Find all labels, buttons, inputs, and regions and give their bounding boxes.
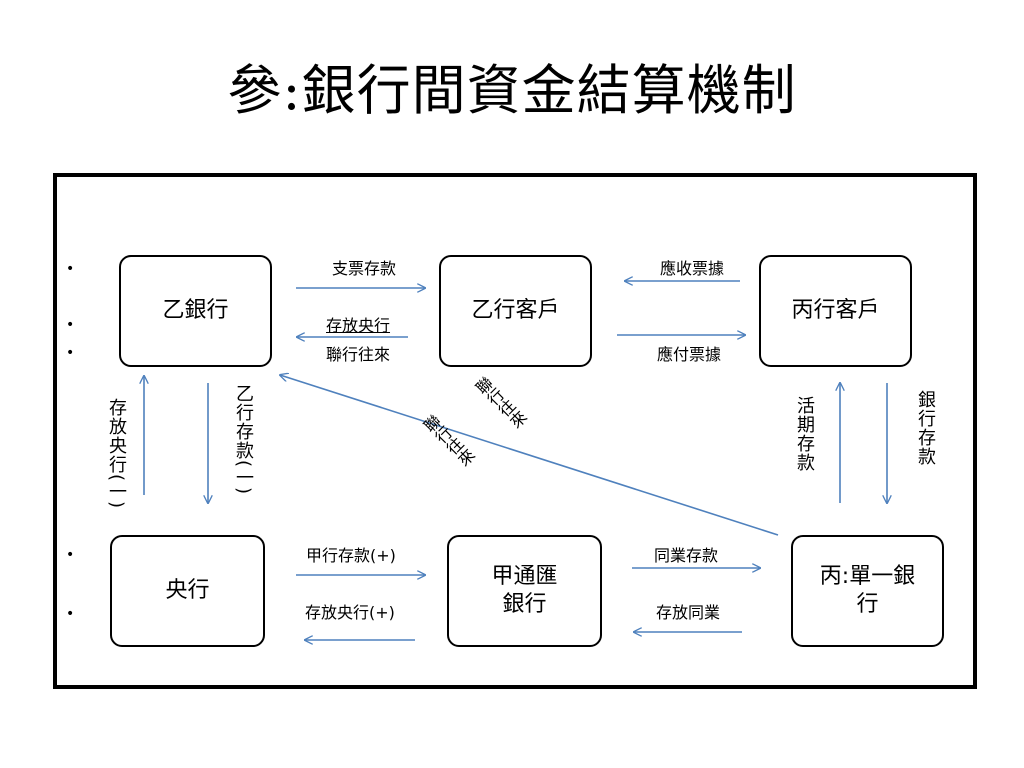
label-deposit-central-1: 存放央行(一) — [106, 398, 127, 510]
label-demand-deposit: 活期存款 — [794, 396, 815, 472]
node-central-bank: 央行 — [110, 535, 265, 647]
bullet: • — [66, 345, 75, 361]
label-payable-bills: 應付票據 — [657, 345, 722, 364]
label-check-deposit: 支票存款 — [332, 259, 397, 278]
arrow-diagonal-up — [280, 375, 779, 536]
node-c-client: 丙行客戶 — [759, 255, 912, 367]
bullet: • — [66, 317, 75, 333]
slide-title: 參:銀行間資金結算機制 — [227, 59, 797, 122]
label-a-deposit-plus: 甲行存款(+) — [306, 546, 396, 565]
bullet: • — [66, 547, 75, 563]
node-bank-b: 乙銀行 — [119, 255, 272, 367]
label-b-deposit-1: 乙行存款(一) — [233, 384, 254, 496]
label-deposit-interbank: 存放同業 — [656, 603, 721, 622]
label-bank-deposit: 銀行存款 — [915, 390, 936, 466]
label-interbank-deposit: 同業存款 — [654, 546, 719, 565]
bullet: • — [66, 261, 75, 277]
node-bank-a: 甲通匯 銀行 — [447, 535, 602, 647]
label-interbank-account: 聯行往來 — [326, 345, 391, 364]
node-b-client: 乙行客戶 — [439, 255, 592, 367]
bullet: • — [66, 606, 75, 622]
label-deposit-central: 存放央行 — [326, 316, 391, 335]
diagram-frame — [53, 173, 977, 689]
label-deposit-central-plus: 存放央行(+) — [305, 603, 395, 622]
label-receivable-bills: 應收票據 — [660, 259, 725, 278]
node-bank-c: 丙:單一銀 行 — [791, 535, 944, 647]
